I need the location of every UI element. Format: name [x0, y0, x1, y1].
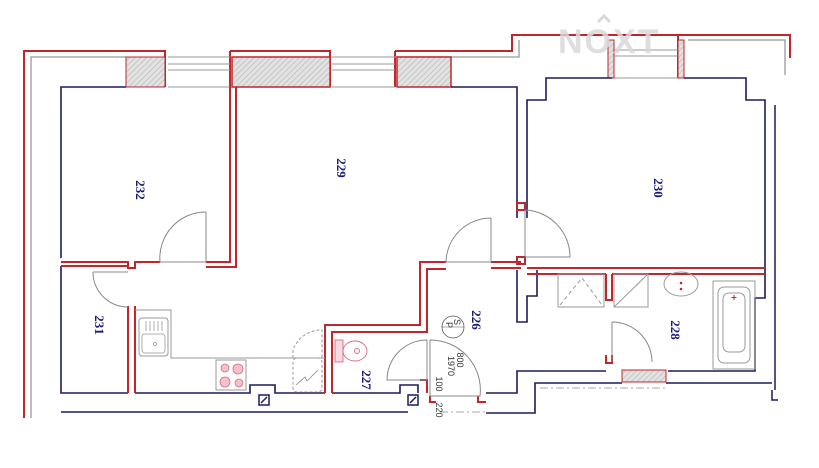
stove-icon [215, 359, 247, 391]
room-231-label: 231 [92, 315, 107, 335]
dashed-lines [440, 387, 665, 413]
room-229-label: 229 [334, 158, 349, 178]
navy-walls [60, 77, 772, 414]
room-labels: 232 229 230 231 226 227 228 [92, 158, 683, 390]
watermark-logo: NOXT [558, 23, 660, 61]
entrance-annotation: S P 800 1970 100 220 [434, 315, 465, 418]
watermark-accent-icon [596, 13, 612, 24]
room-228-label: 228 [668, 320, 683, 340]
threshold-dim-1: 100 [434, 376, 444, 391]
wall-hatch [125, 39, 685, 383]
vent-shafts [258, 394, 419, 406]
room-230-label: 230 [651, 178, 666, 198]
toilet-icon [334, 339, 368, 363]
red-walls [61, 87, 765, 403]
washbasin-icon [663, 271, 699, 297]
bathtub-icon [717, 286, 751, 364]
threshold-dim-2: 220 [434, 402, 444, 417]
entrance-symbol-top: S [452, 319, 462, 325]
room-227-label: 227 [359, 370, 374, 390]
door-width-dim: 800 [455, 352, 465, 367]
room-226-label: 226 [469, 310, 484, 330]
door-height-dim: 1970 [446, 356, 456, 376]
entrance-symbol-bottom: P [444, 322, 454, 328]
kitchen [135, 309, 325, 393]
bathroom [557, 271, 756, 370]
doors [92, 209, 653, 397]
sink-icon [138, 317, 169, 357]
outer-wall [23, 34, 791, 418]
room-232-label: 232 [133, 180, 148, 200]
